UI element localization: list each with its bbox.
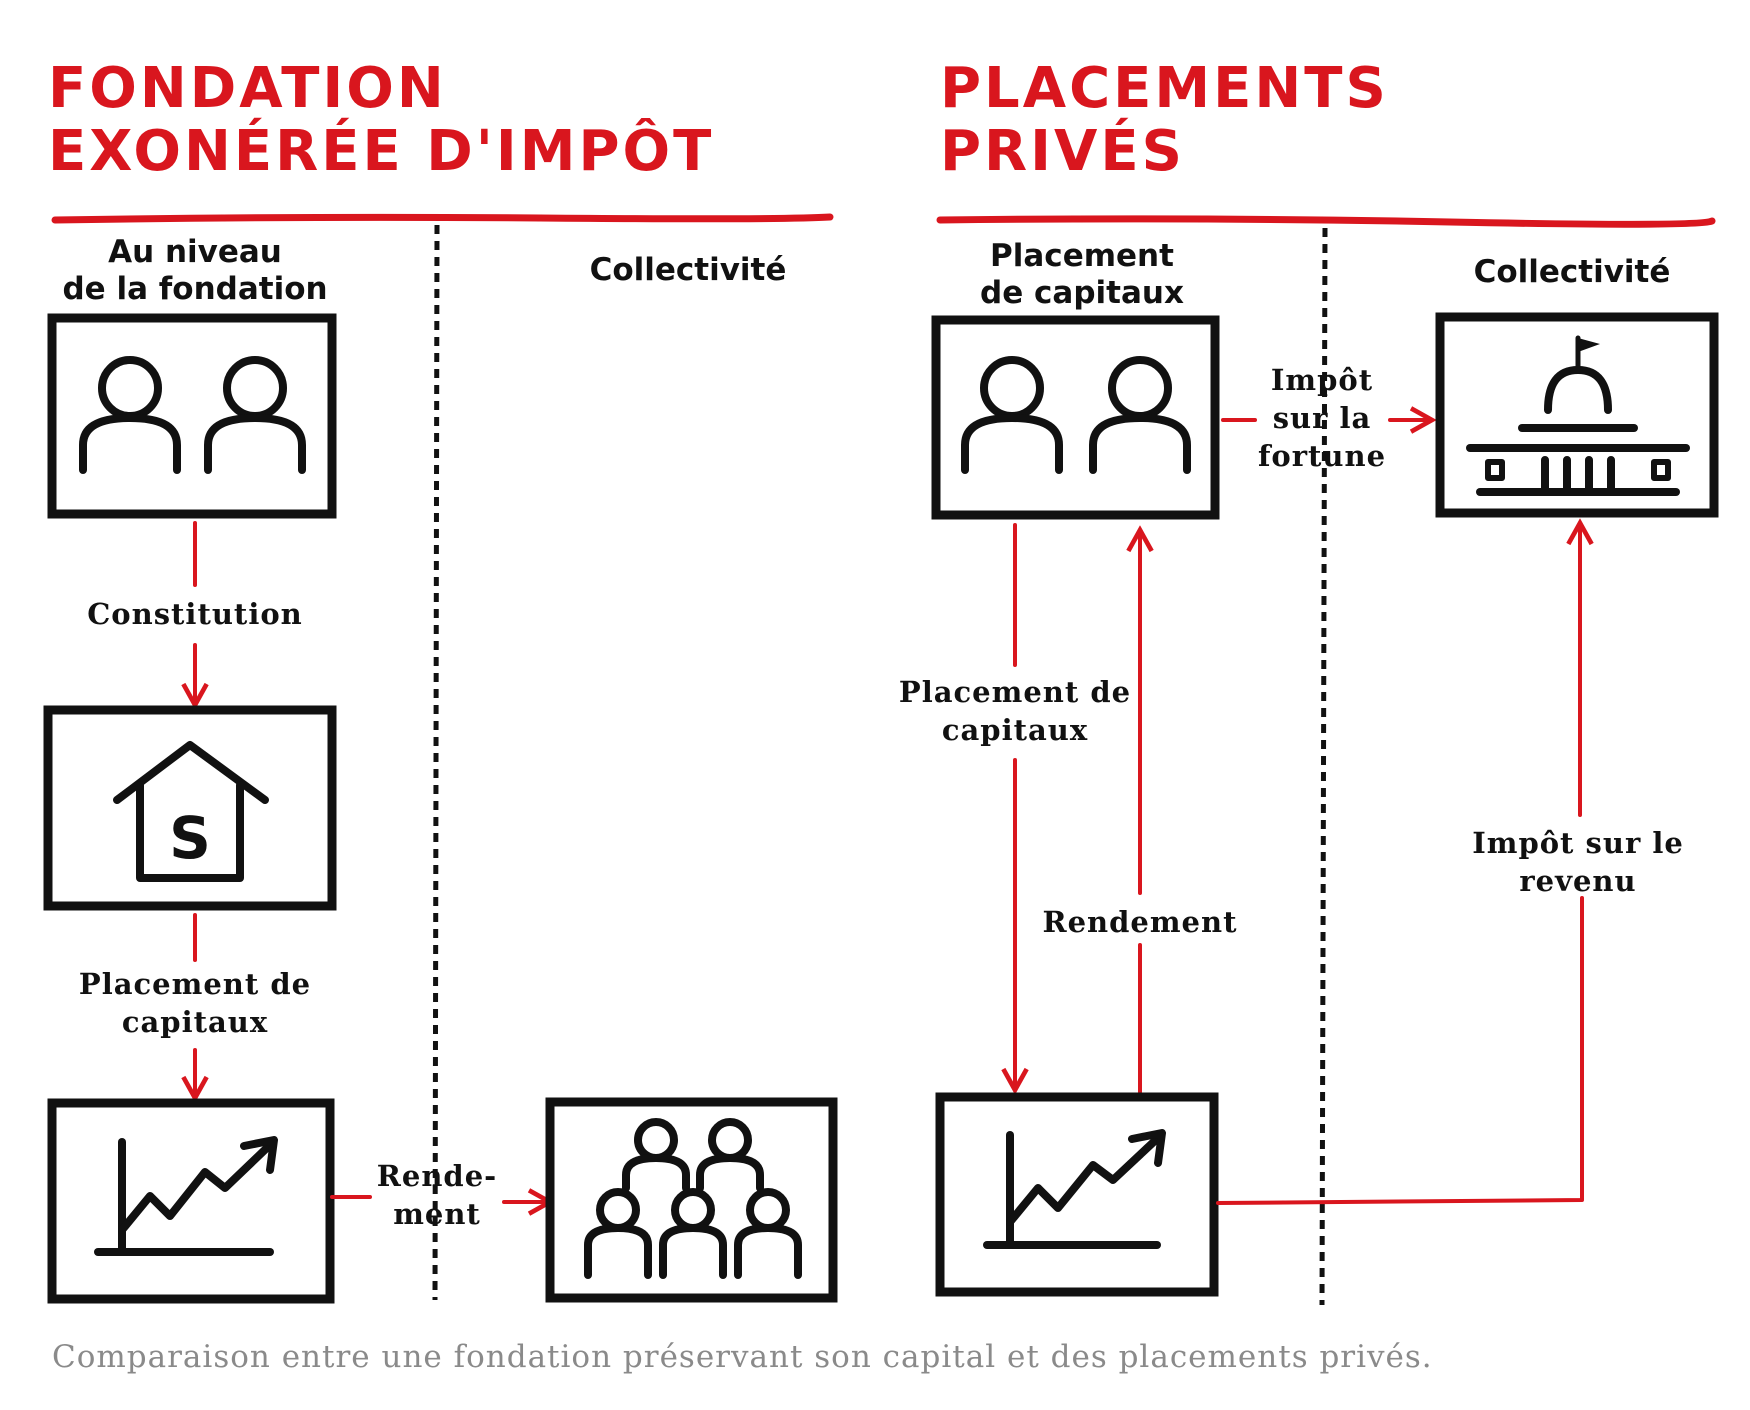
right-col2-header: Collectivité xyxy=(1474,254,1671,290)
left-col1-header-line2: de la fondation xyxy=(62,271,327,307)
left-title-line1: FONDATION xyxy=(48,56,447,121)
label-right-placement-line1: Placement de xyxy=(899,675,1131,709)
foundation-house-icon: S xyxy=(113,741,269,882)
right-panel: PLACEMENTS PRIVÉS Placement de capitaux … xyxy=(899,56,1719,1306)
svg-text:S: S xyxy=(169,804,211,872)
community-icon xyxy=(584,1118,802,1279)
figure-caption: Comparaison entre une fondation préserva… xyxy=(52,1339,1433,1375)
right-title-line2: PRIVÉS xyxy=(940,118,1185,184)
people-icon xyxy=(961,356,1191,474)
left-col2-header: Collectivité xyxy=(590,252,787,288)
left-community-box xyxy=(545,1097,838,1303)
label-wealth-tax-line2: sur la xyxy=(1273,401,1372,435)
left-chart-box xyxy=(47,1098,335,1304)
label-wealth-tax-line1: Impôt xyxy=(1271,363,1373,397)
right-connector-income-tax xyxy=(1216,896,1584,1205)
right-people-box xyxy=(931,315,1220,520)
left-title-line2: EXONÉRÉE D'IMPÔT xyxy=(48,118,714,184)
label-left-rendement-line1: Rende- xyxy=(377,1159,497,1193)
right-col1-header-line1: Placement xyxy=(990,238,1174,274)
label-income-tax-line1: Impôt sur le xyxy=(1472,826,1684,860)
right-col1-header-line2: de capitaux xyxy=(980,275,1184,311)
growth-chart-icon xyxy=(983,1129,1166,1249)
government-building-icon xyxy=(1466,335,1690,496)
right-title-line1: PLACEMENTS xyxy=(940,56,1389,121)
label-left-placement-line1: Placement de xyxy=(79,967,311,1001)
label-income-tax-line2: revenu xyxy=(1519,864,1636,898)
label-right-placement-line2: capitaux xyxy=(942,713,1088,747)
left-people-box xyxy=(47,313,337,519)
left-col1-header-line1: Au niveau xyxy=(108,234,282,270)
left-column-divider xyxy=(432,224,440,1301)
right-column-divider xyxy=(1319,227,1328,1306)
right-title-underline xyxy=(936,215,1716,228)
label-left-placement-line2: capitaux xyxy=(122,1005,268,1039)
label-left-rendement-line2: ment xyxy=(393,1197,481,1231)
right-chart-box xyxy=(935,1092,1219,1297)
left-panel: FONDATION EXONÉRÉE D'IMPÔT Au niveau de … xyxy=(43,56,838,1304)
label-right-rendement: Rendement xyxy=(1043,905,1238,939)
label-wealth-tax-line3: fortune xyxy=(1258,439,1386,473)
label-constitution: Constitution xyxy=(87,597,303,631)
growth-chart-icon xyxy=(94,1136,278,1256)
left-title-underline xyxy=(51,213,834,224)
people-icon xyxy=(79,356,306,474)
